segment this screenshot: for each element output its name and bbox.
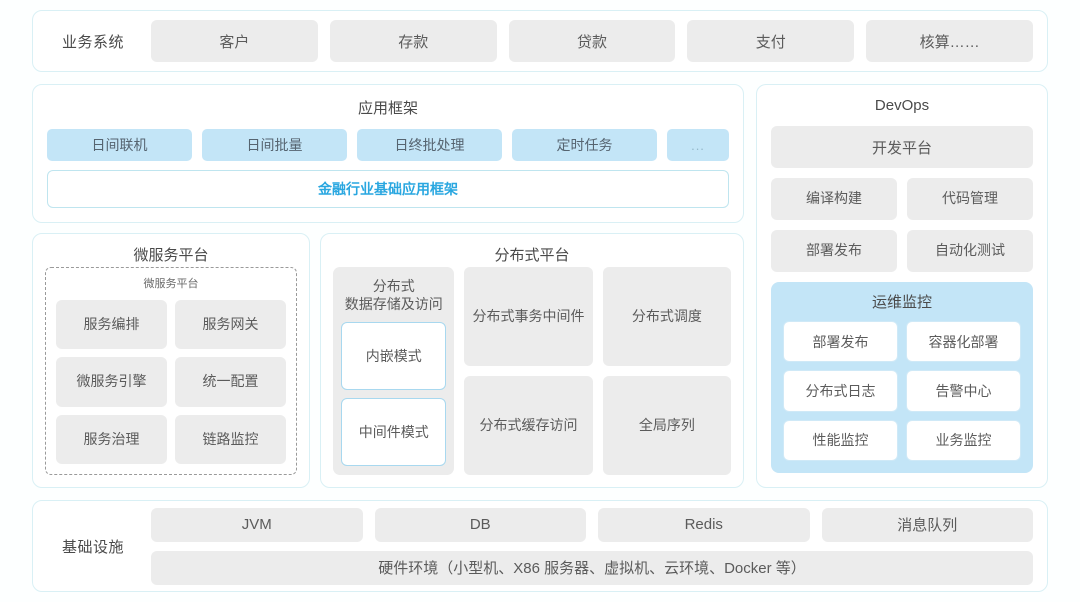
devops-pair-one: 编译构建 代码管理	[771, 178, 1033, 220]
microservice-tile-grid: 服务编排 服务网关 微服务引擎 统一配置 服务治理 链路监控	[56, 300, 286, 464]
micro-tile-microservice-engine[interactable]: 微服务引擎	[56, 357, 167, 407]
distributed-storage-caption-line1: 分布式	[372, 278, 415, 294]
distributed-tile-cache-access[interactable]: 分布式 缓存访问	[464, 376, 593, 475]
infra-item-jvm[interactable]: JVM	[151, 507, 363, 542]
application-framework-title: 应用框架	[357, 100, 418, 117]
business-item-deposit[interactable]: 存款	[329, 20, 497, 62]
devops-tile-compile-build[interactable]: 编译构建	[771, 178, 897, 220]
distributed-tile-transaction-middleware[interactable]: 分布式 事务中间件	[464, 267, 593, 366]
distributed-grid: 分布式 数据存储及访问 内嵌模式 中间件模式 分布式 事务中间件	[333, 267, 731, 475]
distributed-storage-caption: 分布式 数据存储及访问	[341, 275, 446, 314]
distributed-column-three: 分布式调度 全局序列	[602, 267, 731, 475]
ops-monitoring-grid: 部署发布 容器化部署 分布式日志 告警中心 性能监控 业务监控	[783, 321, 1021, 461]
micro-tile-unified-config[interactable]: 统一配置	[175, 357, 286, 407]
microservice-inner-dashed-box: 微服务平台 服务编排 服务网关 微服务引擎 统一配置 服务治理 链路监控	[45, 267, 297, 475]
lower-split: 微服务平台 微服务平台 服务编排 服务网关 微服务引擎 统一配置 服务治理 链路…	[32, 233, 744, 488]
micro-tile-link-monitoring[interactable]: 链路监控	[175, 414, 286, 464]
ops-monitoring-panel: 运维监控 部署发布 容器化部署 分布式日志 告警中心 性能监控 业务监控	[771, 282, 1033, 473]
distributed-tile-global-sequence[interactable]: 全局序列	[602, 376, 731, 475]
micro-tile-service-gateway[interactable]: 服务网关	[175, 300, 286, 350]
distributed-mode-middleware[interactable]: 中间件模式	[341, 398, 447, 466]
business-item-accounting[interactable]: 核算……	[866, 20, 1033, 62]
devops-title: DevOps	[874, 97, 930, 114]
infrastructure-chip-row: JVM DB Redis 消息队列	[151, 507, 1033, 542]
middle-band: 应用框架 日间联机 日间批量 日终批处理 定时任务 ... 金融行业基础应用框架…	[32, 84, 1048, 488]
microservice-inner-title: 微服务平台	[143, 278, 199, 290]
dist-tx-line1: 分布式	[472, 307, 515, 324]
left-column: 应用框架 日间联机 日间批量 日终批处理 定时任务 ... 金融行业基础应用框架…	[32, 84, 744, 488]
appfw-item-daytime-batch[interactable]: 日间批量	[202, 129, 347, 161]
business-item-payment[interactable]: 支付	[687, 20, 855, 62]
microservice-platform-panel: 微服务平台 微服务平台 服务编排 服务网关 微服务引擎 统一配置 服务治理 链路…	[32, 233, 310, 488]
ops-tile-alert-center[interactable]: 告警中心	[906, 370, 1021, 412]
appfw-item-daytime-online[interactable]: 日间联机	[47, 129, 192, 161]
micro-tile-service-orchestration[interactable]: 服务编排	[56, 300, 167, 350]
business-systems-label: 业务系统	[61, 33, 124, 51]
devops-tile-automated-testing[interactable]: 自动化测试	[907, 230, 1033, 272]
infra-hardware-environment-bar[interactable]: 硬件环境（小型机、X86 服务器、虚拟机、云环境、Docker 等）	[151, 550, 1033, 585]
business-item-loan[interactable]: 贷款	[508, 20, 676, 62]
dist-tx-line2: 事务中间件	[514, 307, 585, 324]
infrastructure-panel: 基础设施 JVM DB Redis 消息队列 硬件环境（小型机、X86 服务器、…	[32, 500, 1048, 592]
business-systems-panel: 业务系统 客户 存款 贷款 支付 核算……	[32, 10, 1048, 72]
business-item-customer[interactable]: 客户	[151, 20, 318, 62]
distributed-column-two: 分布式 事务中间件 分布式 缓存访问	[464, 267, 593, 475]
dist-cache-line2: 缓存访问	[521, 416, 578, 433]
devops-tile-code-management[interactable]: 代码管理	[907, 178, 1033, 220]
ops-monitoring-title: 运维监控	[871, 294, 932, 311]
appfw-item-more[interactable]: ...	[667, 129, 729, 161]
infra-item-redis[interactable]: Redis	[598, 507, 810, 542]
right-column: DevOps 开发平台 编译构建 代码管理 部署发布 自动化测试 运维监控 部署…	[756, 84, 1048, 488]
ops-tile-performance-monitoring[interactable]: 性能监控	[783, 419, 898, 461]
ops-tile-business-monitoring[interactable]: 业务监控	[906, 419, 1021, 461]
devops-tile-dev-platform[interactable]: 开发平台	[771, 126, 1033, 168]
business-systems-chip-row: 客户 存款 贷款 支付 核算……	[151, 20, 1033, 62]
ops-tile-containerized-deploy[interactable]: 容器化部署	[906, 321, 1021, 363]
application-framework-panel: 应用框架 日间联机 日间批量 日终批处理 定时任务 ... 金融行业基础应用框架	[32, 84, 744, 223]
distributed-storage-caption-line2: 数据存储及访问	[344, 296, 443, 313]
appfw-item-scheduled-task[interactable]: 定时任务	[512, 129, 657, 161]
infrastructure-label: 基础设施	[61, 538, 124, 556]
infra-item-db[interactable]: DB	[374, 507, 586, 542]
infrastructure-stack: JVM DB Redis 消息队列 硬件环境（小型机、X86 服务器、虚拟机、云…	[151, 507, 1033, 585]
dist-cache-line1: 分布式	[479, 416, 522, 433]
devops-pair-two: 部署发布 自动化测试	[771, 230, 1033, 272]
infra-item-message-queue[interactable]: 消息队列	[821, 507, 1033, 542]
distributed-tile-scheduling[interactable]: 分布式调度	[602, 267, 731, 366]
distributed-storage-card[interactable]: 分布式 数据存储及访问 内嵌模式 中间件模式	[333, 267, 455, 475]
micro-tile-service-governance[interactable]: 服务治理	[56, 414, 167, 464]
ops-tile-deploy-release[interactable]: 部署发布	[783, 321, 898, 363]
distributed-platform-title: 分布式平台	[494, 247, 570, 264]
appfw-item-eod-batch[interactable]: 日终批处理	[357, 129, 502, 161]
finance-base-framework-bar[interactable]: 金融行业基础应用框架	[47, 170, 729, 208]
devops-panel: DevOps 开发平台 编译构建 代码管理 部署发布 自动化测试 运维监控 部署…	[756, 84, 1048, 488]
microservice-platform-title: 微服务平台	[133, 247, 209, 264]
application-framework-chip-row: 日间联机 日间批量 日终批处理 定时任务 ...	[47, 129, 729, 161]
ops-tile-distributed-log[interactable]: 分布式日志	[783, 370, 898, 412]
devops-tile-deploy-release[interactable]: 部署发布	[771, 230, 897, 272]
distributed-mode-embedded[interactable]: 内嵌模式	[341, 322, 447, 391]
distributed-platform-panel: 分布式平台 分布式 数据存储及访问 内嵌模式 中间件模式	[320, 233, 744, 488]
